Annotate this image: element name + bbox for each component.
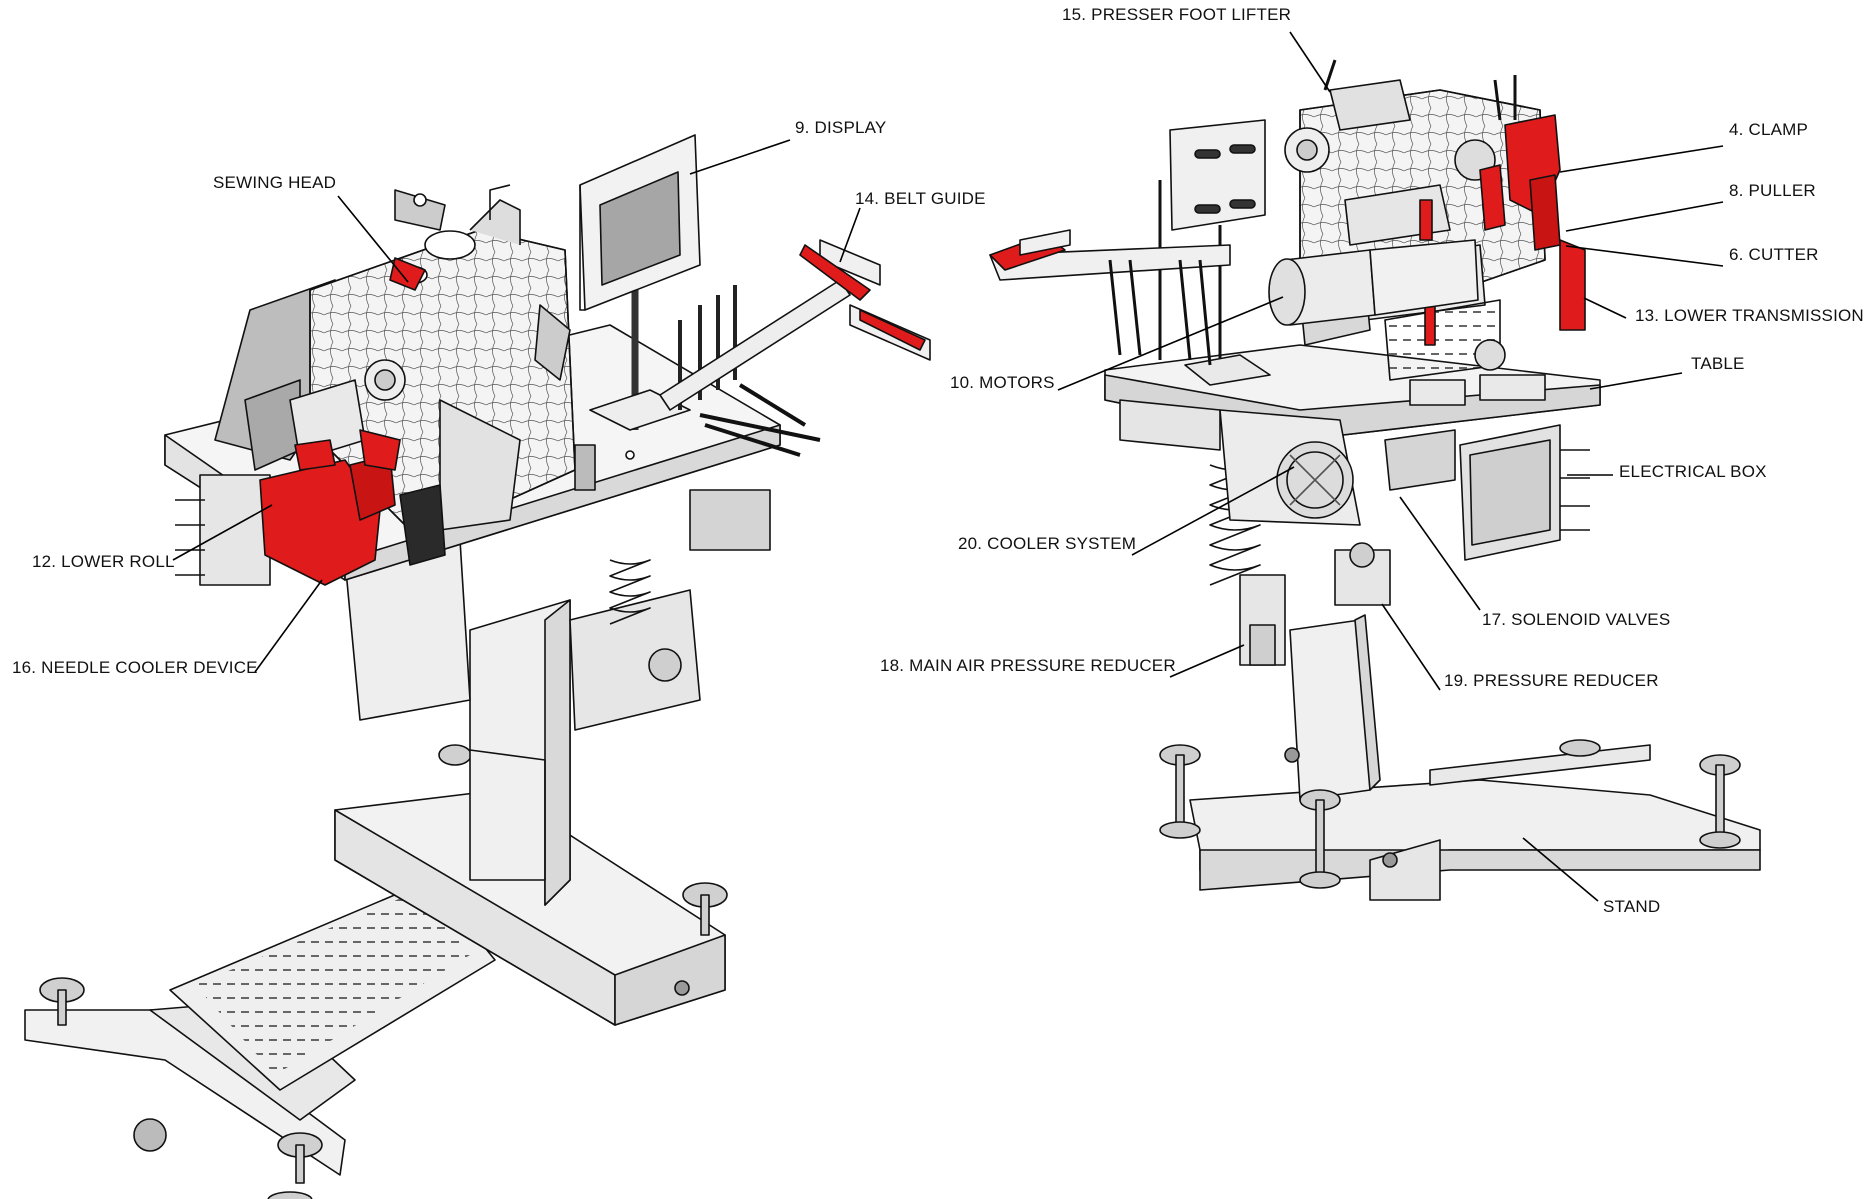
left-black-solenoid — [399, 484, 446, 566]
leader-puller — [1565, 201, 1724, 232]
leader-presser-foot-lifter — [1289, 31, 1331, 93]
left-display — [579, 134, 701, 431]
right-feet — [1159, 739, 1741, 889]
left-stand-base — [24, 744, 728, 1199]
label-motors: 10. MOTORS — [950, 373, 1055, 392]
label-pressure-reducer: 19. PRESSURE REDUCER — [1444, 671, 1659, 690]
leader-lower-roll — [172, 504, 273, 561]
label-cutter: 6. CUTTER — [1729, 245, 1819, 264]
leader-stand — [1522, 837, 1599, 902]
right-sewing-head — [1284, 59, 1546, 381]
label-belt-guide: 14. BELT GUIDE — [855, 189, 986, 208]
label-sewing-head: SEWING HEAD — [213, 173, 337, 192]
label-cooler-system: 20. COOLER SYSTEM — [958, 534, 1137, 553]
leader-belt-guide — [839, 207, 861, 263]
leader-display — [689, 139, 791, 175]
right-electrical-box — [1384, 424, 1590, 561]
left-valves — [175, 474, 271, 586]
left-column — [469, 599, 571, 906]
label-lower-roll: 12. LOWER ROLL — [32, 552, 175, 571]
right-stand — [1159, 614, 1761, 901]
label-stand: STAND — [1603, 897, 1661, 916]
label-puller: 8. PULLER — [1729, 181, 1816, 200]
leader-sewing-head — [337, 195, 409, 283]
right-red-parts — [1419, 114, 1586, 346]
label-needle-cooler-device: 16. NEEDLE COOLER DEVICE — [12, 658, 258, 677]
left-belt-guide — [659, 239, 931, 457]
left-machine — [24, 134, 931, 1199]
right-pneumatics — [1209, 464, 1391, 666]
leader-cutter — [1565, 245, 1724, 267]
leader-pressure-reducer — [1381, 603, 1441, 691]
label-presser-foot-lifter: 15. PRESSER FOOT LIFTER — [1062, 5, 1292, 24]
label-solenoid-valves: 17. SOLENOID VALVES — [1482, 610, 1671, 629]
leader-cooler-system — [1131, 466, 1295, 556]
leader-table — [1589, 372, 1683, 390]
leader-lines — [172, 31, 1724, 902]
leader-main-air-reducer — [1169, 644, 1245, 678]
left-under-table — [344, 489, 771, 731]
label-table: TABLE — [1691, 354, 1745, 373]
right-belt-guide — [989, 229, 1231, 366]
leader-lower-transmission — [1583, 297, 1627, 319]
leader-solenoid-valves — [1399, 496, 1481, 611]
right-display — [1158, 119, 1271, 386]
leader-motors — [1057, 296, 1284, 391]
right-motors — [1268, 239, 1479, 326]
right-machine — [989, 59, 1761, 901]
label-clamp: 4. CLAMP — [1729, 120, 1809, 139]
leader-needle-cooler — [254, 579, 323, 673]
leader-clamp — [1559, 145, 1724, 173]
left-red-parts — [259, 257, 426, 586]
label-electrical-box: ELECTRICAL BOX — [1619, 462, 1767, 481]
label-display: 9. DISPLAY — [795, 118, 887, 137]
label-main-air-pressure-reducer: 18. MAIN AIR PRESSURE REDUCER — [880, 656, 1176, 675]
left-feet — [39, 744, 728, 1199]
label-lower-transmission: 13. LOWER TRANSMISSION — [1635, 306, 1864, 325]
